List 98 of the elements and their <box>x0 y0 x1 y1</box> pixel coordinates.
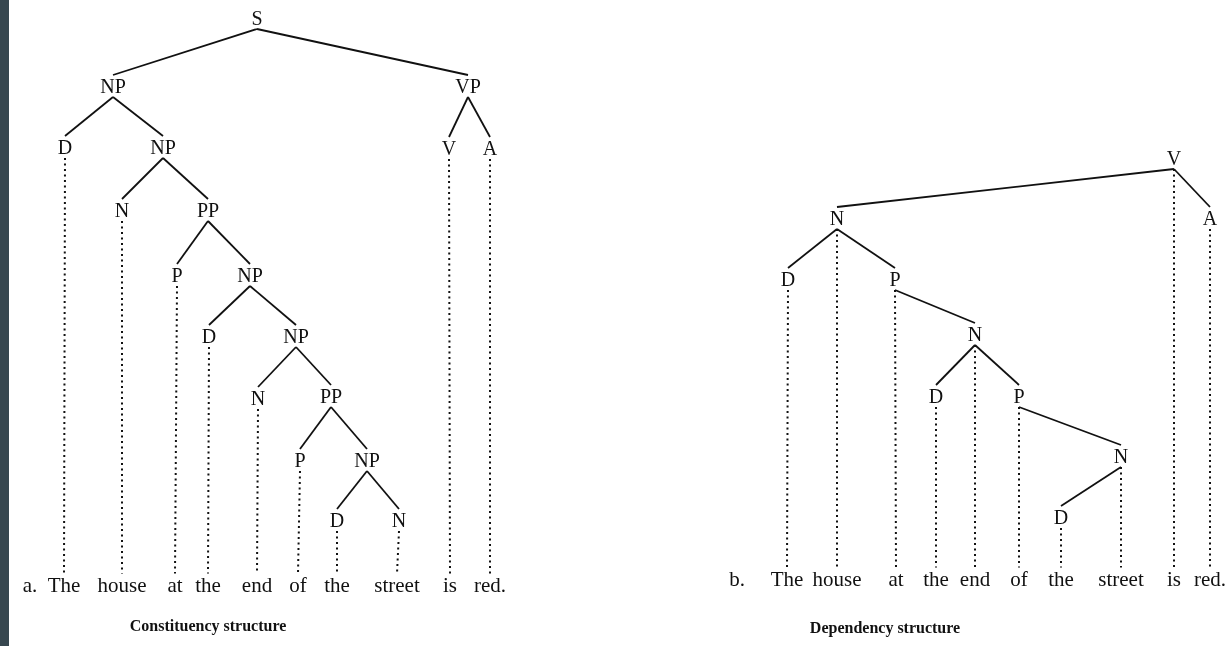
tree-branch <box>1018 406 1122 446</box>
category-label: D <box>928 386 944 406</box>
sentence-word: street <box>1098 568 1144 590</box>
sentence-word: end <box>959 568 991 590</box>
tree-branch <box>448 96 469 138</box>
category-label: N <box>250 388 266 408</box>
caption: Constituency structure <box>129 618 287 634</box>
category-label: NP <box>100 76 126 96</box>
projection-line <box>974 344 976 569</box>
sentence-word: house <box>812 568 862 590</box>
tree-branch <box>207 220 251 265</box>
category-label: P <box>171 265 183 285</box>
projection-line <box>121 220 123 575</box>
category-label: S <box>251 8 263 28</box>
tree-branch <box>299 406 332 450</box>
tree-branch <box>121 157 164 200</box>
tree-branch <box>112 28 258 76</box>
example-marker: a. <box>22 574 38 596</box>
example-marker: b. <box>729 568 745 590</box>
sentence-word: end <box>241 574 273 596</box>
projection-line <box>63 157 66 575</box>
projection-line <box>894 289 897 569</box>
sentence-word: the <box>195 574 221 596</box>
tree-branch <box>162 157 209 200</box>
tree-branch <box>257 346 297 388</box>
sentence-word: at <box>167 574 183 596</box>
category-label: V <box>441 138 457 158</box>
category-label: PP <box>196 200 220 220</box>
category-label: NP <box>150 137 176 157</box>
projection-line <box>336 530 338 575</box>
projection-line <box>1120 466 1122 569</box>
category-label: VP <box>455 76 481 96</box>
sentence-word: The <box>47 574 81 596</box>
sentence-word: the <box>1048 568 1074 590</box>
tree-branch <box>64 96 114 137</box>
category-label: D <box>780 269 796 289</box>
projection-line <box>935 406 937 569</box>
sentence-word: at <box>888 568 904 590</box>
tree-branch <box>1173 168 1211 208</box>
category-label: N <box>391 510 407 530</box>
projection-line <box>1173 168 1175 569</box>
tree-branch <box>836 168 1175 208</box>
category-label: D <box>201 326 217 346</box>
sentence-word: the <box>324 574 350 596</box>
sentence-word: of <box>1010 568 1028 590</box>
tree-branch <box>295 346 332 386</box>
tree-branch <box>249 285 297 326</box>
projection-line <box>1018 406 1020 569</box>
tree-branch <box>1060 466 1122 507</box>
sentence-word: red. <box>1193 568 1227 590</box>
tree-branch <box>894 289 976 324</box>
category-label: D <box>329 510 345 530</box>
tree-branch <box>787 228 838 269</box>
tree-branch <box>467 96 491 138</box>
category-label: PP <box>319 386 343 406</box>
category-label: D <box>1053 507 1069 527</box>
caption: Dependency structure <box>809 620 961 636</box>
category-label: A <box>1202 208 1218 228</box>
tree-branch <box>256 28 469 76</box>
category-label: N <box>829 208 845 228</box>
tree-branch <box>836 228 896 269</box>
sentence-word: The <box>770 568 804 590</box>
sentence-word: red. <box>473 574 507 596</box>
projection-line <box>786 289 789 569</box>
tree-branch <box>974 344 1020 386</box>
tree-branch <box>176 220 209 265</box>
projection-line <box>489 158 491 575</box>
sentence-word: of <box>289 574 307 596</box>
category-label: N <box>1113 446 1129 466</box>
sentence-word: street <box>374 574 420 596</box>
tree-branch <box>935 344 976 386</box>
tree-branch <box>208 285 251 326</box>
category-label: NP <box>354 450 380 470</box>
projection-line <box>1209 228 1211 569</box>
category-label: NP <box>283 326 309 346</box>
projection-line <box>1060 527 1062 569</box>
projection-line <box>207 346 210 575</box>
category-label: P <box>294 450 306 470</box>
tree-branch <box>330 406 368 450</box>
tree-branch <box>336 470 368 510</box>
category-label: A <box>482 138 498 158</box>
category-label: N <box>114 200 130 220</box>
tree-branch <box>366 470 400 510</box>
sentence-word: house <box>97 574 147 596</box>
projection-line <box>836 228 838 569</box>
sentence-word: is <box>443 574 457 596</box>
projection-line <box>297 470 301 575</box>
category-label: D <box>57 137 73 157</box>
category-label: N <box>967 324 983 344</box>
category-label: NP <box>237 265 263 285</box>
tree-branch <box>112 96 164 137</box>
category-label: V <box>1166 148 1182 168</box>
projection-line <box>174 285 178 575</box>
sentence-word: is <box>1167 568 1181 590</box>
category-label: P <box>1013 386 1025 406</box>
category-label: P <box>889 269 901 289</box>
projection-line <box>448 158 451 575</box>
sentence-word: the <box>923 568 949 590</box>
